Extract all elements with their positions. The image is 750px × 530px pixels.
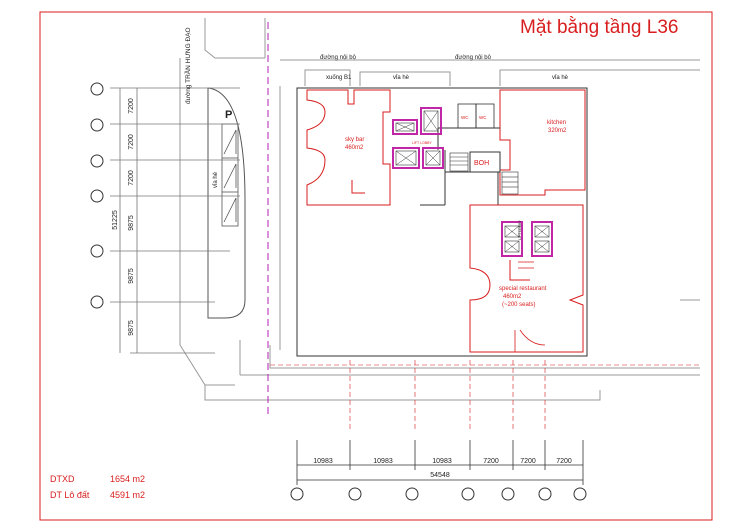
kitchen-area: 320m2 xyxy=(548,128,567,134)
restaurant-zone xyxy=(469,204,584,353)
parking-symbol: P xyxy=(225,109,232,121)
lift-lobby-label-1: LIFT LOBBY xyxy=(412,141,432,145)
drawing-frame xyxy=(39,11,713,521)
left-grid-lines xyxy=(110,87,240,354)
site-boundaries xyxy=(179,18,700,401)
ramp-label: xuống B1 xyxy=(326,75,352,81)
wc-label-2: WC xyxy=(479,115,487,120)
sky-bar-door xyxy=(351,180,365,194)
main-road-label: đường TRẦN HƯNG ĐẠO xyxy=(182,27,192,104)
bottom-dimension-lines xyxy=(296,440,584,485)
stats-label-building-area: DTXD xyxy=(50,474,75,484)
stats-label-land-area: DT Lô đất xyxy=(50,490,90,500)
parking-markings xyxy=(221,123,239,227)
stats-value-land-area: 4591 m2 xyxy=(110,490,146,500)
left-dimension-3: 7200 xyxy=(128,170,135,186)
left-dimension-total: 51225 xyxy=(112,210,119,230)
bottom-dimension-3: 10983 xyxy=(432,458,452,465)
left-dimension-4: 9875 xyxy=(128,215,135,231)
kitchen-zone xyxy=(499,89,586,196)
restaurant-entry xyxy=(514,329,546,352)
sidewalk-label-left: vỉa hè xyxy=(212,171,219,188)
corridor-walls xyxy=(420,150,499,206)
parking-island xyxy=(207,87,246,319)
left-grid-markers xyxy=(90,82,104,309)
sky-bar-name: sky bar xyxy=(345,137,364,143)
boh-room xyxy=(469,151,501,173)
internal-road-label-1: đường nội bộ xyxy=(320,55,357,61)
left-dimension-5: 9875 xyxy=(128,268,135,284)
drawing-title: Mặt bằng tầng L36 xyxy=(520,17,679,38)
bottom-dimension-5: 7200 xyxy=(520,458,536,465)
bottom-dimension-2: 10983 xyxy=(373,458,393,465)
restaurant-area: 460m2 xyxy=(503,294,522,300)
internal-road-label-2: đường nội bô xyxy=(455,55,492,61)
sidewalk-label-top-2: vỉa hè xyxy=(552,74,569,81)
bottom-dimension-total: 54548 xyxy=(430,472,450,479)
lift-core-1 xyxy=(392,107,444,169)
stats-row-land-area: DT Lô đất 4591 m2 xyxy=(50,490,145,500)
restaurant-seats: (~200 seats) xyxy=(502,302,536,308)
wc-room-2 xyxy=(475,103,495,129)
lift-core-2 xyxy=(501,221,553,269)
service-corridor xyxy=(437,127,500,150)
left-dimension-6: 9875 xyxy=(128,320,135,336)
bottom-dimension-4: 7200 xyxy=(483,458,499,465)
restaurant-name: special restaurant xyxy=(499,286,547,292)
bottom-dimension-1: 10983 xyxy=(313,458,333,465)
left-dimension-2: 7200 xyxy=(128,134,135,150)
stair-1 xyxy=(449,152,469,172)
building-outline xyxy=(296,87,588,357)
boh-label: BOH xyxy=(474,160,489,167)
stats-row-building-area: DTXD 1654 m2 xyxy=(50,474,145,484)
restaurant-door xyxy=(509,260,530,281)
stair-2 xyxy=(501,171,519,195)
wc-label-1: WC xyxy=(461,115,469,120)
left-dimension-1: 7200 xyxy=(128,98,135,114)
grid-axes-dashed xyxy=(270,360,700,430)
kitchen-name: kitchen xyxy=(547,120,566,126)
lift-lobby-label-2: LIFT LOBBY xyxy=(518,220,522,240)
sky-bar-area: 460m2 xyxy=(345,145,364,151)
stats-value-building-area: 1654 m2 xyxy=(110,474,146,484)
sidewalk-label-top-1: vỉa hè xyxy=(393,74,410,81)
bottom-dimension-6: 7200 xyxy=(556,458,572,465)
bottom-grid-markers xyxy=(290,487,587,501)
sky-bar-zone xyxy=(306,89,391,206)
